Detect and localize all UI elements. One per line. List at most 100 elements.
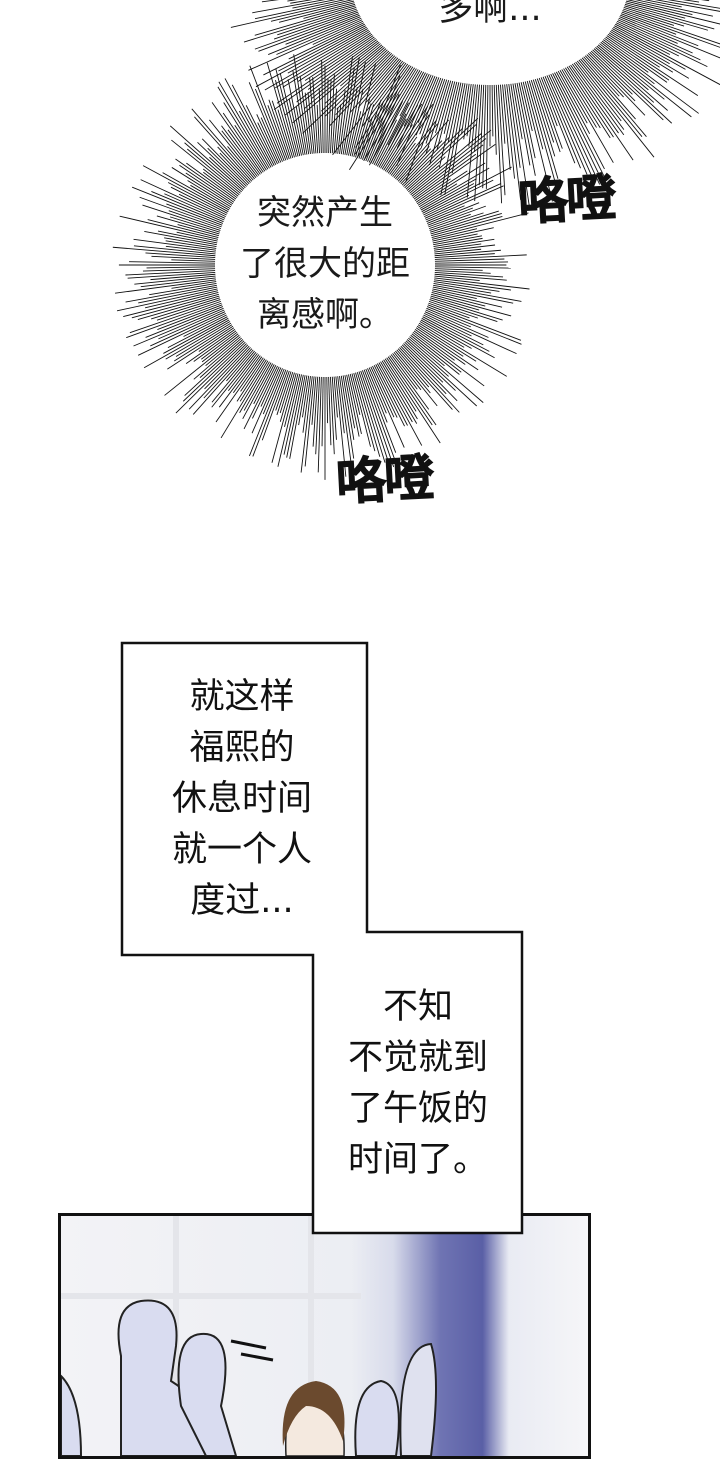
caption-line: 不觉就到 — [347, 1038, 488, 1078]
burst-line — [434, 261, 509, 264]
burst-line — [367, 88, 399, 162]
burst-line — [162, 172, 230, 211]
burst-line — [312, 20, 364, 45]
burst-line — [186, 162, 237, 200]
burst-line — [412, 331, 485, 387]
burst-line — [422, 166, 512, 214]
burst-line — [318, 87, 322, 154]
burst-line — [380, 104, 418, 169]
burst-line — [595, 47, 668, 111]
burst-line — [576, 60, 655, 158]
burst-line — [131, 293, 219, 319]
burst-line — [119, 215, 219, 240]
burst-line — [433, 279, 512, 291]
burst-line — [287, 28, 368, 74]
burst-line — [520, 82, 533, 132]
burst-line — [528, 80, 559, 179]
burst-line — [188, 345, 250, 410]
burst-line — [427, 207, 473, 226]
burst-line — [383, 124, 413, 171]
burst-line — [614, 25, 671, 55]
burst-line — [257, 122, 278, 165]
burst-line — [434, 249, 501, 257]
burst-line — [619, 16, 720, 59]
burst-line — [218, 81, 270, 169]
burst-line — [434, 258, 505, 262]
burst-line — [361, 56, 397, 96]
burst-line — [325, 51, 391, 117]
burst-line — [304, 35, 374, 81]
burst-line — [431, 290, 503, 308]
burst-line — [434, 271, 504, 278]
burst-line — [164, 193, 225, 221]
burst-line — [171, 139, 240, 196]
burst-line — [248, 82, 283, 162]
burst-line — [262, 368, 283, 415]
burst-line — [434, 254, 527, 260]
burst-line — [226, 349, 254, 382]
burst-line — [185, 328, 236, 364]
burst-line — [349, 111, 362, 157]
burst-line — [378, 362, 413, 423]
burst-line — [434, 244, 496, 253]
burst-line — [288, 98, 302, 156]
burst-line — [626, 0, 693, 15]
burst-line — [409, 133, 482, 194]
burst-line — [156, 299, 221, 321]
burst-line — [524, 81, 544, 150]
burst-line — [112, 246, 216, 257]
burst-line — [403, 73, 430, 127]
burst-line — [552, 73, 605, 177]
burst-line — [432, 233, 478, 244]
burst-line — [620, 13, 677, 35]
burst-line — [184, 340, 245, 396]
burst-line — [559, 70, 614, 163]
burst-line — [351, 373, 371, 447]
burst-line — [340, 375, 355, 459]
burst-line — [349, 57, 399, 114]
burst-line — [263, 23, 365, 76]
burst-line — [268, 16, 361, 55]
burst-line — [363, 64, 401, 161]
burst-line — [406, 156, 446, 191]
burst-line — [365, 59, 402, 103]
burst-line — [368, 367, 405, 448]
thought-bubble-2-text: 突然产生 了很大的距 离感啊。 — [225, 188, 425, 341]
burst-line — [623, 8, 675, 26]
burst-line — [223, 102, 267, 171]
burst-line — [292, 45, 384, 124]
burst-line — [276, 17, 362, 55]
burst-line — [571, 63, 625, 136]
burst-line — [491, 84, 494, 137]
burst-line — [403, 343, 444, 383]
burst-line — [429, 80, 454, 166]
burst-line — [232, 355, 261, 394]
burst-line — [205, 336, 241, 367]
burst-line — [275, 31, 371, 89]
burst-line — [413, 153, 477, 200]
burst-line — [399, 148, 432, 183]
burst-line — [430, 295, 480, 311]
burst-line — [183, 314, 227, 337]
burst-line — [434, 253, 495, 259]
burst-line — [372, 62, 407, 108]
burst-line — [335, 54, 394, 116]
burst-line — [377, 70, 421, 144]
burst-line — [151, 255, 216, 260]
burst-line — [425, 309, 489, 338]
burst-line — [396, 119, 450, 181]
burst-line — [536, 78, 563, 149]
burst-line — [431, 212, 529, 238]
burst-line — [397, 146, 430, 182]
burst-line — [270, 0, 355, 22]
burst-line — [328, 79, 332, 154]
burst-line — [231, 84, 275, 166]
burst-line — [335, 376, 347, 477]
burst-line — [312, 77, 319, 154]
burst-line — [145, 306, 224, 338]
burst-line — [150, 273, 216, 281]
burst-line — [612, 28, 686, 70]
burst-line — [434, 268, 483, 271]
burst-line — [252, 365, 278, 419]
